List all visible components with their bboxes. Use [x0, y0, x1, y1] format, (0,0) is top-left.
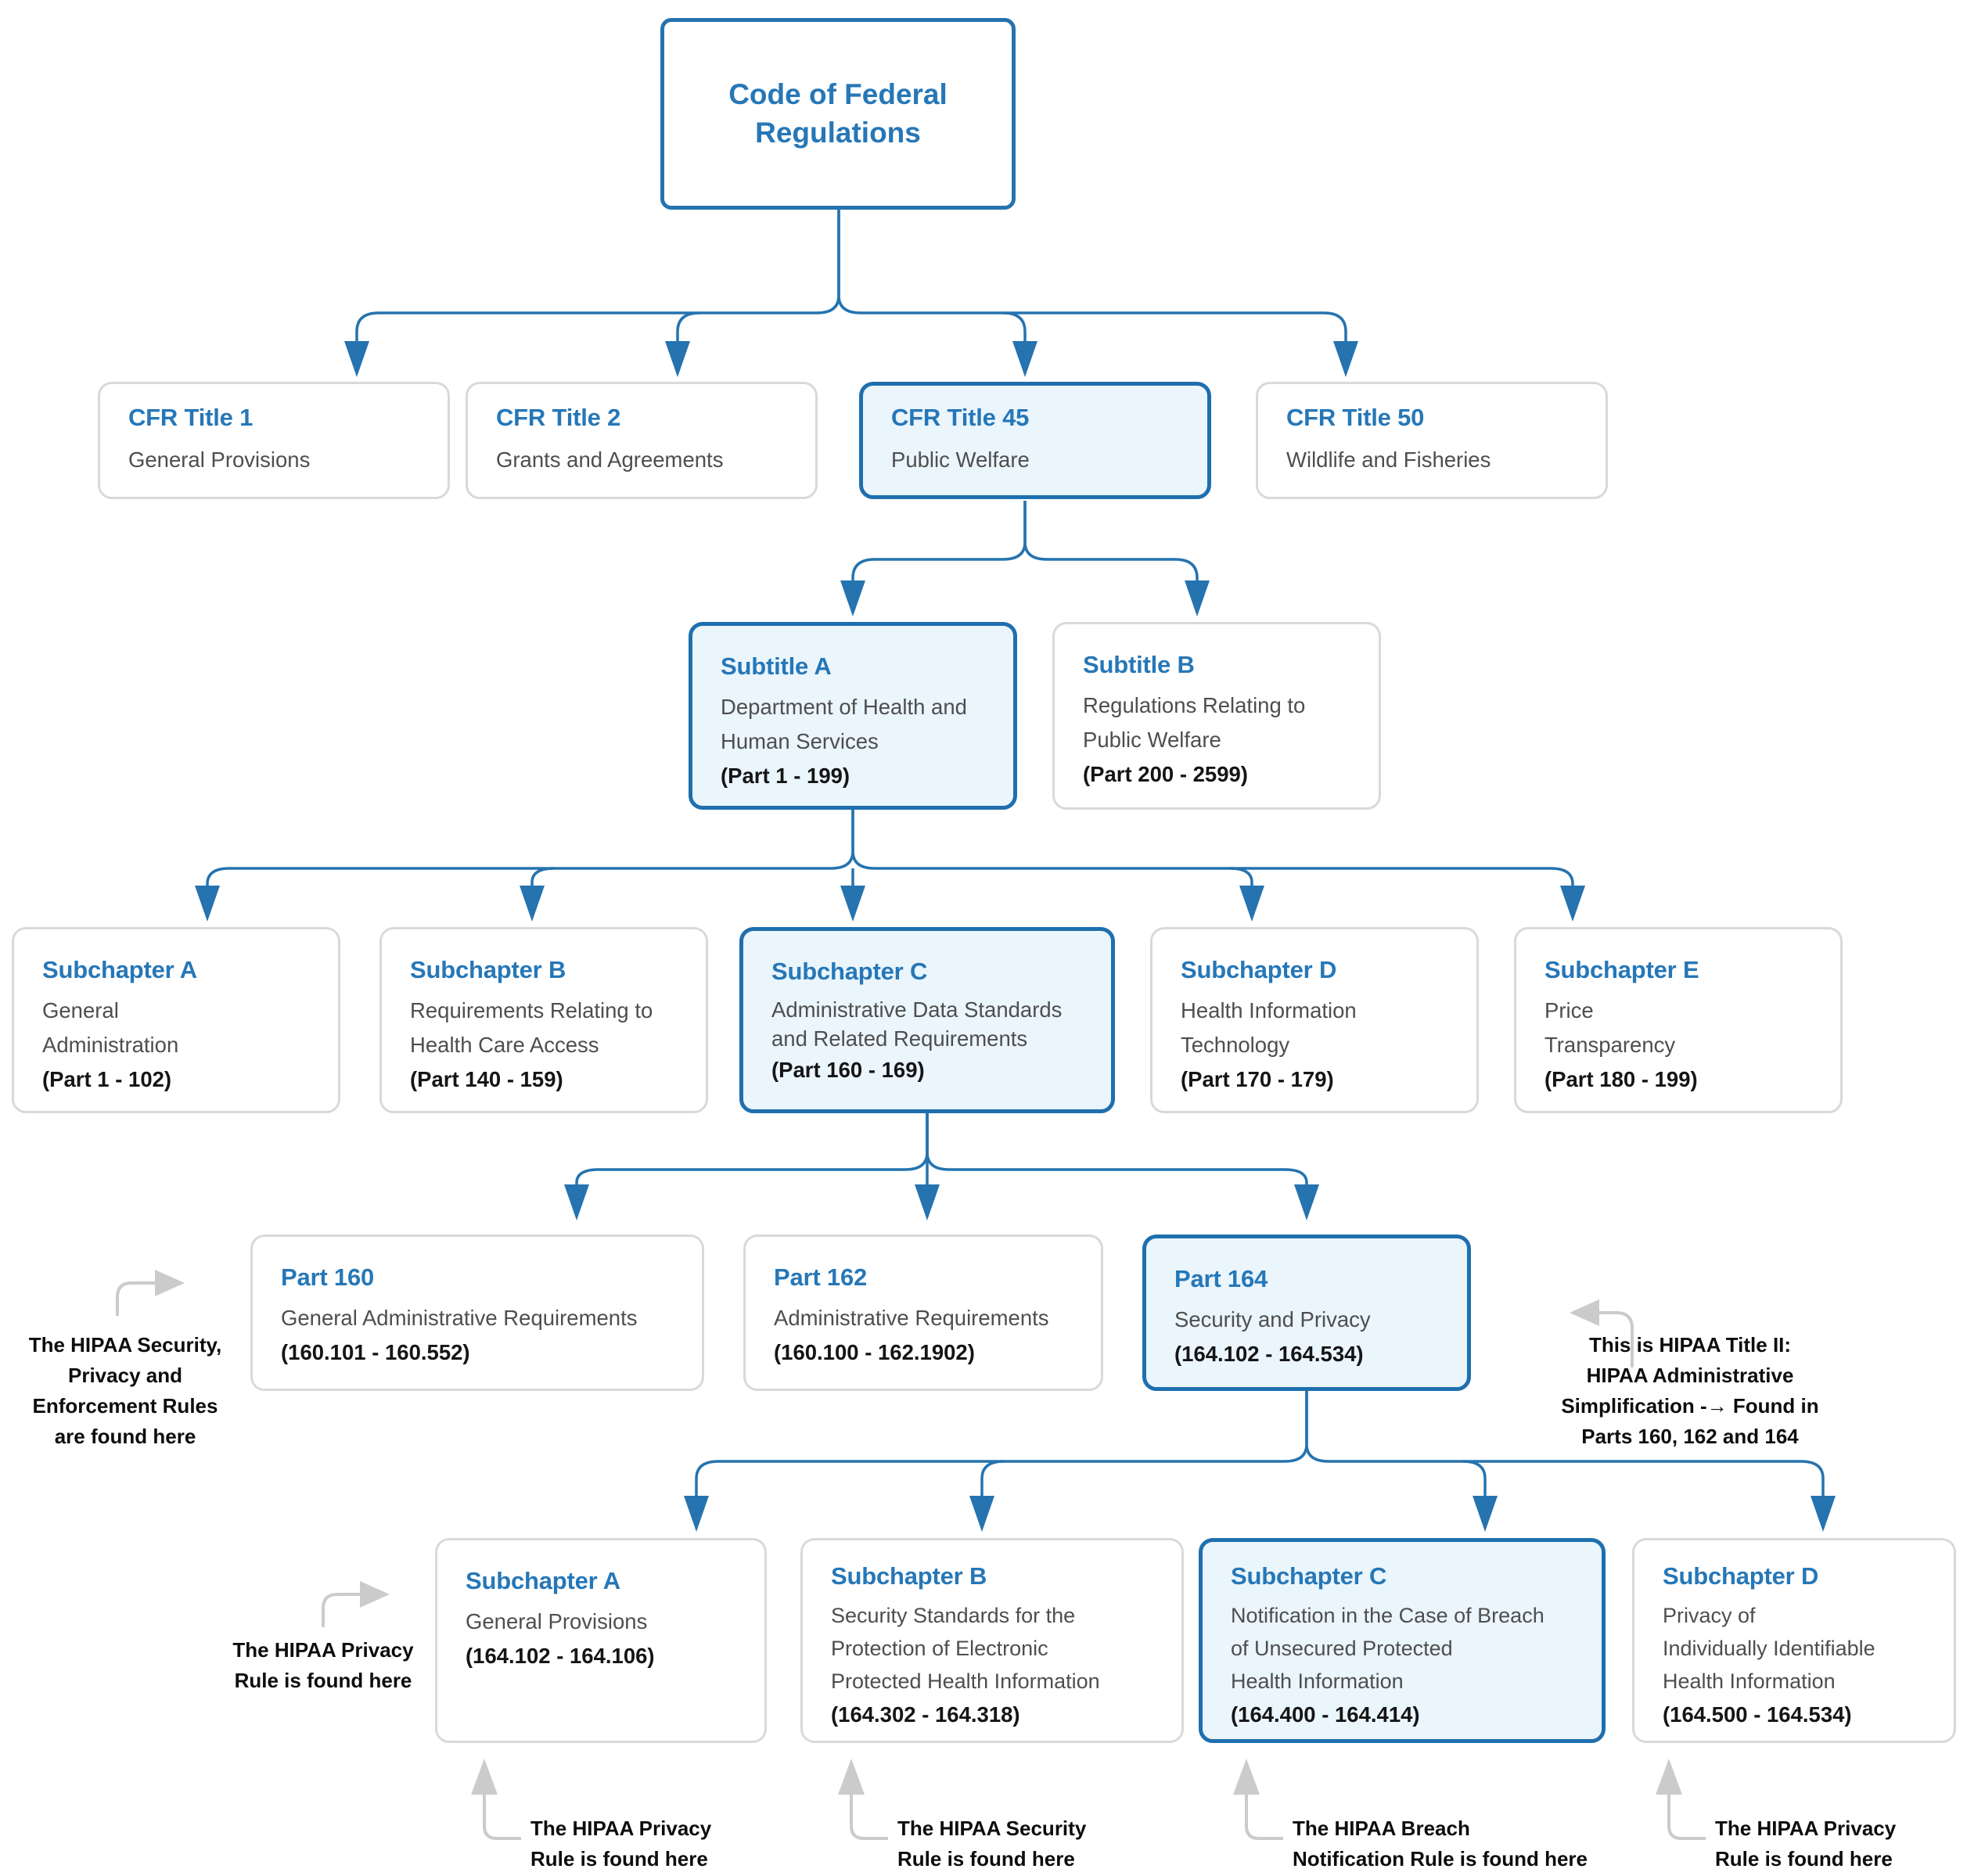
annotation-security-rule-bottom: The HIPAA Security Rule is found here [897, 1817, 1087, 1871]
node-cfr-title-50: CFR Title 50 Wildlife and Fisheries [1256, 382, 1608, 499]
curved-arrow-up-icon [1233, 1759, 1283, 1840]
annotation-breach-notification-rule-bottom: The HIPAA Breach Notification Rule is fo… [1293, 1817, 1588, 1871]
node-title: Subchapter C [771, 958, 928, 985]
node-title: Part 164 [1174, 1265, 1268, 1292]
node-desc: Wildlife and Fisheries [1286, 447, 1491, 472]
node-t45-subchapter-a: Subchapter A General Administration (Par… [12, 927, 340, 1113]
node-code-of-federal-regulations: Code of Federal Regulations [660, 18, 1016, 210]
node-desc: Health Information Technology [1181, 998, 1357, 1057]
node-desc: Administrative Requirements [774, 1306, 1049, 1330]
node-title: CFR Title 1 [128, 404, 254, 431]
node-desc: General Administration [42, 998, 179, 1057]
node-title: CFR Title 2 [496, 404, 621, 431]
node-part-160: Part 160 General Administrative Requirem… [250, 1234, 704, 1391]
node-desc: Department of Health and Human Services [721, 695, 967, 753]
node-t45-subchapter-d: Subchapter D Health Information Technolo… [1150, 927, 1479, 1113]
annotation-security-privacy-enforcement-rules: The HIPAA Security, Privacy and Enforcem… [28, 1333, 222, 1448]
node-cfr-title-1: CFR Title 1 General Provisions [98, 382, 450, 499]
node-part-range: (160.101 - 160.552) [281, 1340, 470, 1364]
node-cfr-title-2: CFR Title 2 Grants and Agreements [466, 382, 818, 499]
connector-subtitleA-to-subchapters [206, 810, 1574, 886]
arrow-down-icons-row3 [840, 580, 1210, 616]
node-title: Subchapter E [1544, 956, 1699, 983]
node-title: Subtitle A [721, 652, 832, 680]
connector-root-to-cfr-titles [355, 210, 1347, 341]
node-title: Subchapter C [1231, 1562, 1387, 1590]
node-title: Subchapter A [466, 1567, 620, 1594]
node-desc: Administrative Data Standards and Relate… [771, 997, 1063, 1051]
connector-part164-to-subchapters [695, 1391, 1825, 1496]
annotation-privacy-rule-left: The HIPAA Privacy Rule is found here [232, 1638, 414, 1692]
curved-arrow-up-icon [838, 1759, 888, 1840]
node-title: CFR Title 45 [891, 404, 1030, 431]
node-desc: General Provisions [466, 1609, 648, 1633]
node-desc: Public Welfare [891, 447, 1030, 472]
node-part-range: (164.400 - 164.414) [1231, 1702, 1420, 1727]
connector-subchapterC-to-parts [575, 1113, 1308, 1184]
arrow-down-icons-row5 [564, 1184, 1319, 1220]
node-part-range: (Part 200 - 2599) [1083, 762, 1248, 786]
arrow-down-icons-row2 [344, 341, 1358, 377]
arrow-down-icons-row6 [684, 1496, 1836, 1532]
node-desc: Price Transparency [1544, 998, 1676, 1057]
node-part-range: (Part 1 - 102) [42, 1067, 172, 1091]
node-part-162: Part 162 Administrative Requirements (16… [743, 1234, 1103, 1391]
node-desc: Security and Privacy [1174, 1307, 1371, 1332]
node-title: Subchapter D [1663, 1562, 1819, 1590]
curved-arrow-right-icon [322, 1581, 390, 1627]
node-part-range: (160.100 - 162.1902) [774, 1340, 975, 1364]
node-desc: Requirements Relating to Health Care Acc… [410, 998, 653, 1057]
node-desc: Regulations Relating to Public Welfare [1083, 693, 1306, 752]
node-part-range: (Part 160 - 169) [771, 1058, 925, 1083]
node-part-164: Part 164 Security and Privacy (164.102 -… [1142, 1234, 1471, 1391]
node-p164-subchapter-a: Subchapter A General Provisions (164.102… [435, 1538, 767, 1743]
node-part-range: (Part 140 - 159) [410, 1067, 563, 1091]
node-p164-subchapter-d: Subchapter D Privacy of Individually Ide… [1632, 1538, 1956, 1743]
annotation-hipaa-title-2: This is HIPAA Title II: HIPAA Administra… [1561, 1333, 1819, 1448]
node-desc: General Administrative Requirements [281, 1306, 638, 1330]
annotation-privacy-rule-bottom-1: The HIPAA Privacy Rule is found here [530, 1817, 712, 1871]
node-part-range: (Part 1 - 199) [721, 764, 850, 788]
node-t45-subchapter-b: Subchapter B Requirements Relating to He… [379, 927, 708, 1113]
node-t45-subchapter-e: Subchapter E Price Transparency (Part 18… [1514, 927, 1843, 1113]
node-part-range: (Part 170 - 179) [1181, 1067, 1334, 1091]
node-title: Subchapter B [831, 1562, 987, 1590]
curved-arrow-up-icon [1656, 1759, 1706, 1840]
node-title: Subtitle B [1083, 651, 1195, 678]
annotation-privacy-rule-bottom-2: The HIPAA Privacy Rule is found here [1715, 1817, 1897, 1871]
node-p164-subchapter-b: Subchapter B Security Standards for the … [800, 1538, 1184, 1743]
node-subtitle-a: Subtitle A Department of Health and Huma… [689, 622, 1017, 810]
node-desc: Security Standards for the Protection of… [831, 1604, 1100, 1693]
node-part-range: (164.302 - 164.318) [831, 1702, 1020, 1727]
annotation-arrows [116, 1270, 1706, 1840]
node-part-range: (164.102 - 164.106) [466, 1644, 655, 1668]
curved-arrow-left-icon [1570, 1299, 1634, 1367]
node-t45-subchapter-c: Subchapter C Administrative Data Standar… [739, 927, 1115, 1113]
node-part-range: (164.102 - 164.534) [1174, 1342, 1364, 1366]
node-title: Subchapter A [42, 956, 197, 983]
arrow-down-icons-row4 [195, 886, 1585, 922]
curved-arrow-right-icon [116, 1270, 185, 1316]
node-title: Code of Federal Regulations [728, 78, 948, 149]
node-title: CFR Title 50 [1286, 404, 1425, 431]
connector-title45-to-subtitles [851, 501, 1199, 580]
node-desc: Notification in the Case of Breach of Un… [1231, 1604, 1544, 1693]
node-title: Subchapter B [410, 956, 566, 983]
node-title: Part 162 [774, 1263, 868, 1291]
node-part-range: (Part 180 - 199) [1544, 1067, 1698, 1091]
node-p164-subchapter-c: Subchapter C Notification in the Case of… [1199, 1538, 1606, 1743]
curved-arrow-up-icon [471, 1759, 521, 1840]
node-desc: Privacy of Individually Identifiable Hea… [1663, 1604, 1875, 1693]
node-desc: General Provisions [128, 447, 311, 472]
node-title: Part 160 [281, 1263, 375, 1291]
node-desc: Grants and Agreements [496, 447, 724, 472]
node-cfr-title-45: CFR Title 45 Public Welfare [859, 382, 1211, 499]
node-subtitle-b: Subtitle B Regulations Relating to Publi… [1052, 622, 1381, 810]
node-part-range: (164.500 - 164.534) [1663, 1702, 1852, 1727]
node-title: Subchapter D [1181, 956, 1337, 983]
